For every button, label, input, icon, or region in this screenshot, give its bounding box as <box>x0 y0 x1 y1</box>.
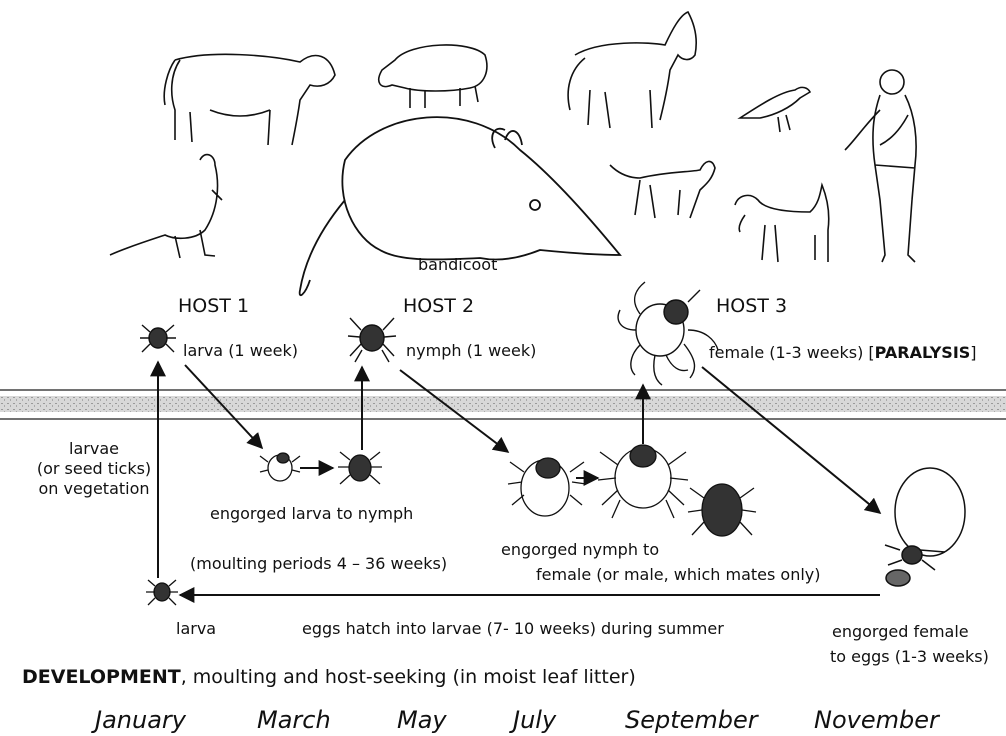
moulting-periods-label: (moulting periods 4 – 36 weeks) <box>190 555 447 573</box>
host1-label: HOST 1 <box>178 296 249 318</box>
host3-stage-suffix: ] <box>970 343 976 362</box>
human-icon <box>845 70 916 262</box>
engorged-nymph-line1: engorged nymph to <box>501 541 659 559</box>
bird-icon <box>740 87 810 132</box>
kangaroo-icon <box>110 155 222 258</box>
month-march: March <box>257 706 331 734</box>
host1-stage-label: larva (1 week) <box>183 342 298 360</box>
tick-female-ground <box>598 445 688 518</box>
engorged-larva-label: engorged larva to nymph <box>210 505 413 523</box>
cow-icon <box>164 54 335 145</box>
tick-larva-host1 <box>140 325 176 352</box>
host2-label: HOST 2 <box>403 296 474 318</box>
engorged-female-line1: engorged female <box>832 623 969 641</box>
host3-stage-prefix: female (1-3 weeks) [ <box>709 343 875 362</box>
tick-larva-ground <box>146 580 178 605</box>
month-july: July <box>513 706 556 734</box>
development-bold: DEVELOPMENT <box>22 666 181 688</box>
horse-icon <box>568 12 696 128</box>
tick-nymph-host2 <box>348 318 396 362</box>
engorged-female-line2: to eggs (1-3 weeks) <box>830 648 989 666</box>
cat-icon <box>610 161 715 218</box>
vegetation-line2: (or seed ticks) <box>37 460 151 478</box>
month-january: January <box>95 706 186 734</box>
tick-female-host3 <box>618 282 718 385</box>
ground-strip <box>0 390 1006 419</box>
tick-engorged-larva <box>260 453 300 481</box>
month-may: May <box>397 706 447 734</box>
development-rest: , moulting and host-seeking (in moist le… <box>181 666 636 688</box>
engorged-nymph-line2: female (or male, which mates only) <box>536 566 821 584</box>
host3-label: HOST 3 <box>716 296 787 318</box>
tick-male-ground <box>688 484 756 536</box>
sheep-icon <box>379 45 487 108</box>
month-september: September <box>625 706 758 734</box>
engorged-female-icon <box>885 468 965 586</box>
vegetation-line1: larvae <box>69 440 119 458</box>
tick-nymph-ground <box>338 452 382 484</box>
dog-icon <box>735 185 829 262</box>
development-label: DEVELOPMENT, moulting and host-seeking (… <box>22 667 636 689</box>
larva-label: larva <box>176 620 216 638</box>
vegetation-line3: on vegetation <box>38 480 149 498</box>
host3-stage-label: female (1-3 weeks) [PARALYSIS] <box>709 344 977 362</box>
eggs-hatch-label: eggs hatch into larvae (7- 10 weeks) dur… <box>302 620 724 638</box>
host2-stage-label: nymph (1 week) <box>406 342 536 360</box>
month-november: November <box>814 706 939 734</box>
bandicoot-label: bandicoot <box>418 256 497 274</box>
paralysis-label: PARALYSIS <box>875 343 971 362</box>
tick-engorged-nymph <box>508 458 586 516</box>
